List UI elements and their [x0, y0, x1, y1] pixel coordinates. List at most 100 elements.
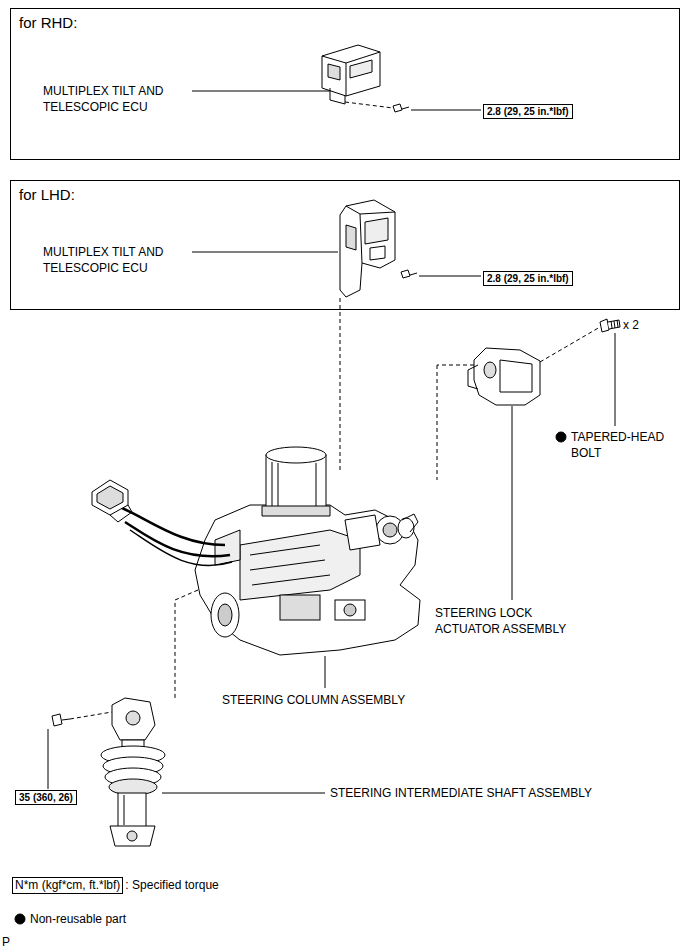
steering-column-part: [125, 522, 230, 556]
tapered-head-bolt-part: [615, 333, 616, 426]
steering-column-part: [272, 462, 316, 509]
intermediate-shaft-part: [112, 698, 155, 740]
steering-column-part: [218, 604, 232, 626]
steering-column-part: [215, 530, 240, 565]
steering-lock-actuator-part: [437, 365, 438, 480]
tapered-head-bolt-part: [600, 319, 609, 332]
steering-column-part: [402, 514, 418, 532]
intermediate-shaft-part: [110, 826, 155, 846]
ecu-lhd: [192, 200, 481, 470]
steering-lock-actuator-part: [512, 406, 513, 600]
part-name: STEERING COLUMN ASSEMBLY: [222, 692, 405, 708]
steering-column-part: [122, 508, 225, 545]
legend-entry: Non-reusable part: [30, 911, 126, 927]
ecu-rhd-part: [345, 102, 393, 108]
steering-lock-actuator-part: [540, 327, 600, 362]
intermediate-shaft-part: [48, 729, 49, 789]
intermediate-shaft-part: [118, 793, 146, 827]
panel-heading: for RHD:: [19, 14, 77, 31]
ecu-rhd-part: [350, 60, 372, 78]
intermediate-shaft-part: [126, 711, 140, 725]
page-code: P: [2, 934, 10, 950]
ecu-lhd-part: [340, 200, 395, 297]
ecu-lhd-part: [410, 273, 417, 275]
steering-column-part: [130, 530, 232, 566]
steering-column-part: [345, 515, 380, 550]
steering-lock-actuator-part: [474, 348, 540, 405]
steering-column-part: [262, 506, 330, 516]
ecu-lhd-part: [370, 246, 385, 260]
part-name: STEERING LOCK ACTUATOR ASSEMBLY: [435, 605, 575, 637]
steering-column-part: [383, 523, 397, 537]
ecu-lhd-part: [346, 206, 395, 263]
part-name: STEERING INTERMEDIATE SHAFT ASSEMBLY: [330, 785, 592, 801]
ecu-rhd-part: [322, 52, 380, 96]
torque-value: 2.8 (29, 25 in.*lbf): [487, 273, 569, 284]
ecu-lhd-part: [340, 298, 341, 470]
steering-column-part: [398, 518, 414, 538]
steering-column-part: [97, 486, 123, 509]
torque-unit-sample: N*m (kgf*cm, ft.*lbf): [12, 877, 123, 894]
ecu-rhd-part: [330, 88, 345, 104]
ecu-rhd-part: [192, 91, 330, 92]
ecu-lhd-part: [192, 252, 338, 253]
steering-lock-actuator-part: [500, 360, 532, 392]
ecu-lhd-part: [401, 270, 410, 278]
legend-entry: : Specified torque: [125, 877, 218, 893]
steering-column-part: [175, 590, 198, 700]
ecu-lhd-part: [419, 276, 481, 277]
steering-column-part: [266, 447, 326, 463]
steering-column-part: [211, 593, 239, 637]
quantity-note: x 2: [623, 317, 639, 333]
torque-box: 2.8 (29, 25 in.*lbf): [483, 271, 573, 286]
ecu-rhd-part: [393, 104, 402, 112]
part-name: MULTIPLEX TILT AND TELESCOPIC ECU: [43, 244, 193, 276]
steering-column-part: [195, 505, 420, 655]
ecu-lhd-part: [365, 218, 388, 244]
intermediate-shaft-part: [52, 714, 62, 726]
intermediate-shaft: [48, 698, 325, 846]
steering-column-part: [325, 656, 326, 688]
torque-box: 35 (360, 26): [15, 790, 77, 805]
steering-column-part: [110, 505, 132, 522]
tapered-head-bolt-part: [556, 432, 566, 442]
torque-value: 35 (360, 26): [19, 792, 73, 803]
legend-dot-part: [15, 914, 25, 924]
ecu-rhd: [192, 45, 481, 112]
tapered-head-bolt-part: [611, 320, 618, 328]
panel-heading: for LHD:: [19, 186, 75, 203]
steering-column-part: [335, 600, 365, 620]
ecu-rhd-part: [328, 64, 340, 80]
intermediate-shaft-part: [127, 831, 137, 841]
legend-text: Non-reusable part: [30, 912, 126, 926]
steering-lock-actuator: [437, 327, 600, 600]
torque-value: 2.8 (29, 25 in.*lbf): [487, 106, 569, 117]
tapered-head-bolt: [556, 319, 620, 442]
steering-column-part: [344, 604, 356, 616]
steering-lock-actuator-part: [468, 365, 478, 389]
ecu-rhd-part: [322, 45, 380, 96]
part-name: MULTIPLEX TILT AND TELESCOPIC ECU: [43, 83, 193, 115]
part-name: TAPERED-HEAD BOLT: [571, 429, 677, 461]
torque-box: 2.8 (29, 25 in.*lbf): [483, 104, 573, 119]
steering-column-part: [240, 530, 360, 600]
ecu-lhd-part: [346, 225, 356, 250]
ecu-rhd-part: [402, 107, 409, 109]
steering-column-part: [250, 545, 330, 585]
tapered-head-bolt-part: [608, 320, 620, 329]
intermediate-shaft-part: [62, 719, 70, 720]
steering-column-part: [280, 595, 320, 620]
intermediate-shaft-part: [124, 795, 125, 825]
legend-text: : Specified torque: [125, 878, 218, 892]
intermediate-shaft-part: [70, 712, 112, 719]
intermediate-shaft-part: [162, 793, 325, 794]
ecu-rhd-part: [411, 110, 481, 111]
legend-dot: [15, 914, 25, 924]
steering-lock-actuator-part: [437, 365, 474, 366]
steering-column-part: [92, 480, 128, 515]
steering-column: [92, 447, 420, 700]
steering-lock-actuator-part: [484, 362, 496, 378]
